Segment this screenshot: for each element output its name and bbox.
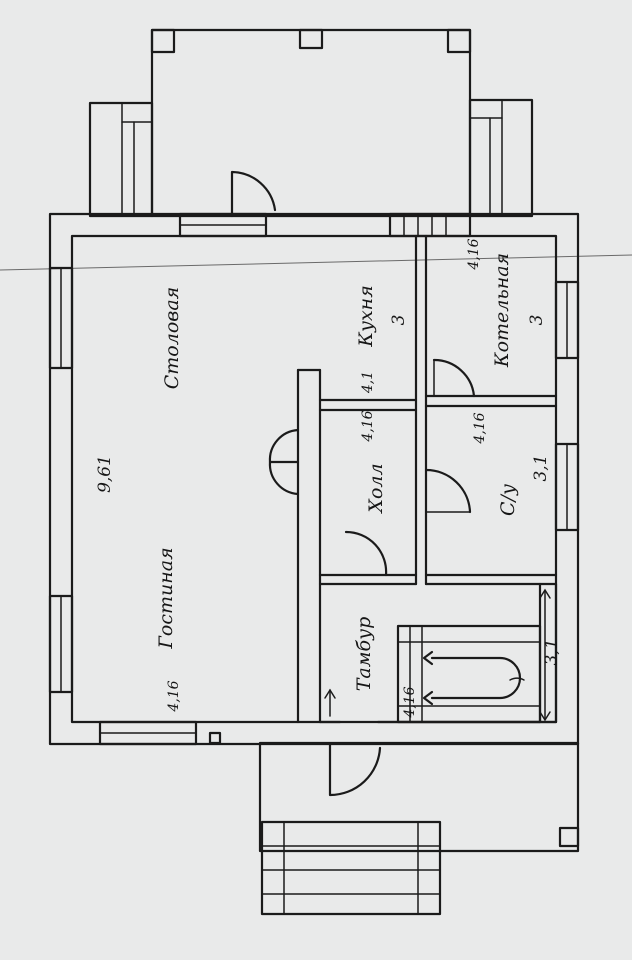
- porch-bottom: [258, 741, 580, 916]
- height-kukhnya: 4,1: [360, 371, 376, 394]
- veranda-top: [88, 28, 534, 218]
- stair-tambur: [396, 624, 542, 724]
- label-gostinnaya: Гостиная: [155, 547, 177, 649]
- dim-su-width: 3,1: [531, 454, 551, 481]
- dim-kukhnya-width: 3: [389, 315, 409, 326]
- height-kotelnaya: 4,16: [466, 238, 482, 270]
- label-kukhnya: Кухня: [355, 285, 377, 348]
- dimension-labels: 9,61 3 3 3,1 3,1: [95, 315, 562, 666]
- height-gostinnaya: 4,16: [166, 680, 182, 712]
- dim-kotelnaya-width: 3: [527, 315, 547, 326]
- label-holl: Холл: [365, 463, 387, 514]
- label-stolovaya: Столовая: [161, 287, 183, 390]
- room-labels: Столовая Гостиная Кухня Котельная Холл С…: [155, 253, 519, 691]
- paper-fold-line: [0, 254, 632, 271]
- dim-tambur-width: 3,1: [542, 638, 562, 665]
- label-kotelnaya: Котельная: [491, 253, 513, 368]
- label-su: С/у: [497, 484, 519, 516]
- outer-walls: [48, 212, 580, 746]
- interior-walls: [268, 234, 558, 724]
- label-tambur: Тамбур: [353, 617, 375, 692]
- dimension-lines: [324, 588, 551, 722]
- height-labels: 4,16 4,1 4,16 4,16 4,16 4,16: [166, 238, 488, 718]
- dim-main-length: 9,61: [95, 455, 115, 493]
- height-su: 4,16: [472, 412, 488, 444]
- height-holl-top: 4,16: [360, 410, 376, 442]
- height-tambur: 4,16: [402, 686, 418, 718]
